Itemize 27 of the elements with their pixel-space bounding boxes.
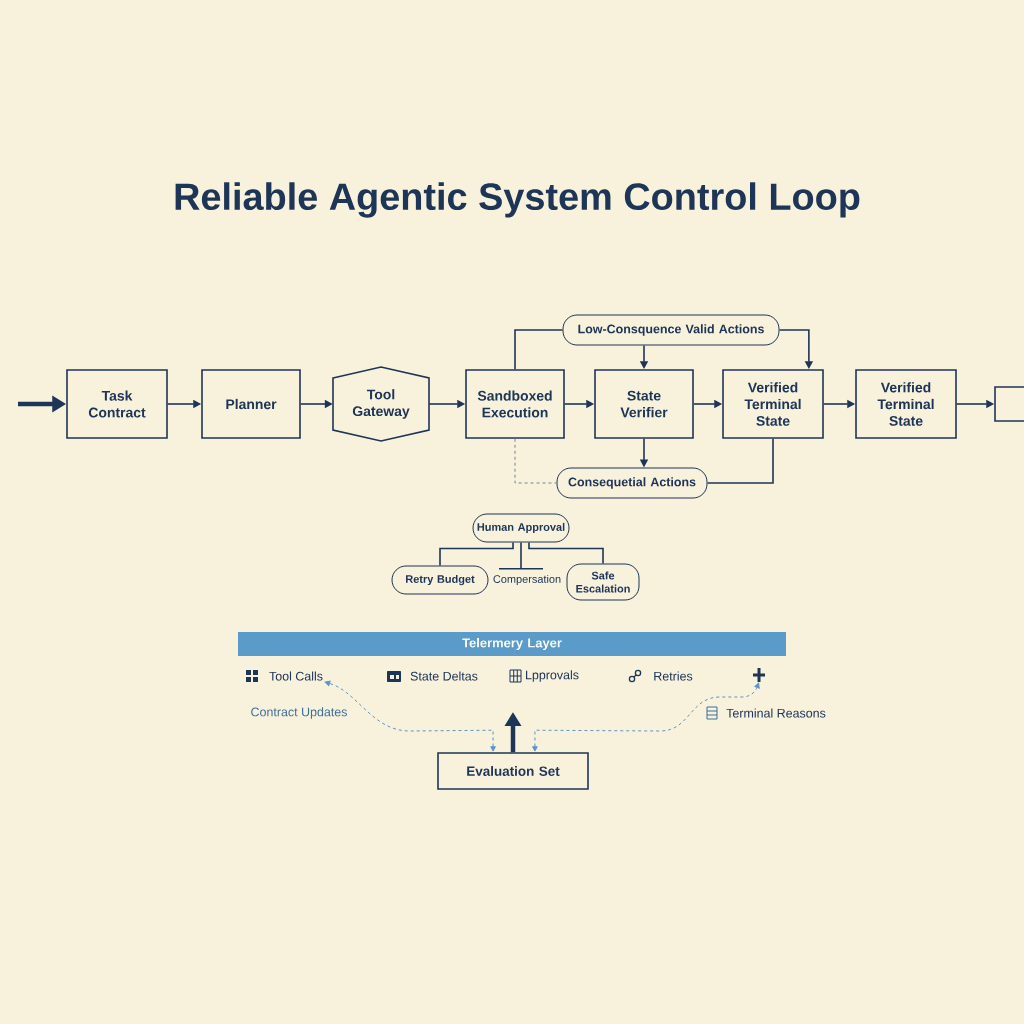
plus-icon	[751, 666, 767, 684]
empty-box	[994, 386, 1024, 422]
branch-label: Compersation	[493, 574, 561, 586]
item-label: State Deltas	[410, 671, 478, 681]
process-box: Verified Terminal State	[855, 369, 957, 439]
process-box: Planner	[201, 369, 301, 439]
rounded-box: Retry Budget	[391, 565, 489, 595]
header-bar: Telermery Layer	[238, 632, 786, 656]
rounded-box: Consequetial Actions	[556, 467, 708, 499]
rounded-box: Low-Consquence Valid Actions	[562, 314, 780, 346]
item-label: Terminal Reasons	[726, 708, 826, 718]
title: Reliable Agentic System Control Loop	[175, 182, 860, 218]
item-label: Contract Updates	[251, 707, 347, 719]
rounded-box: Safe Escalation	[566, 563, 640, 601]
process-box: Verified Terminal State	[722, 369, 824, 439]
arrow	[324, 680, 496, 752]
arrow	[532, 682, 760, 752]
arrow	[498, 541, 544, 570]
hexagon-box: Tool Gateway	[332, 366, 430, 442]
process-box: State Verifier	[594, 369, 694, 439]
process-box: Task Contract	[66, 369, 168, 439]
process-box: Sandboxed Execution	[465, 369, 565, 439]
process-box: Evaluation Set	[437, 752, 589, 790]
item-label: Retries	[654, 671, 693, 681]
rounded-box: Human Approval	[472, 513, 570, 543]
item-label: Lpprovals	[526, 670, 579, 682]
telemetry-item: Tool Calls	[269, 671, 323, 681]
